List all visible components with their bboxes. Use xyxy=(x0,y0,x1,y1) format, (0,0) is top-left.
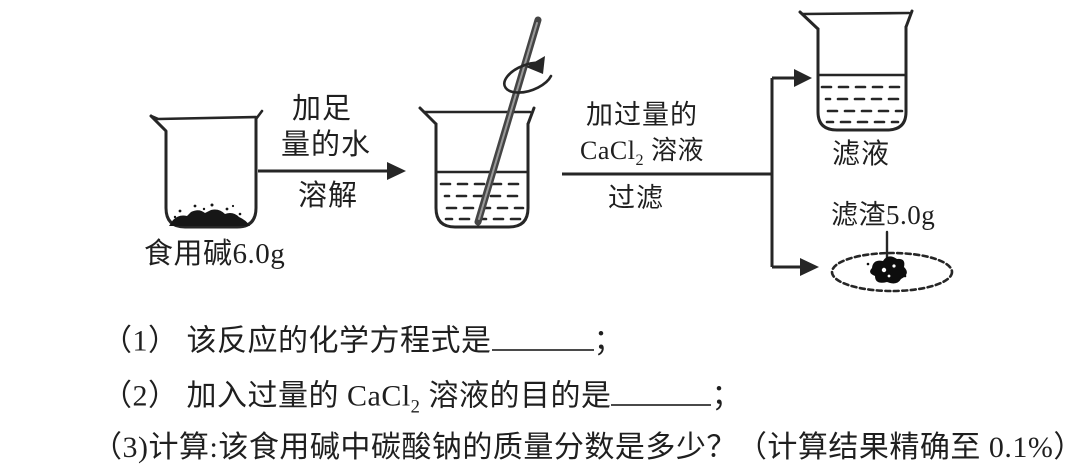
initial-beaker xyxy=(149,109,264,229)
branch-lines xyxy=(770,69,819,276)
residue-specks xyxy=(866,262,907,278)
step1-label-line2: 量的水 xyxy=(280,129,371,161)
beaker-right-lip xyxy=(526,106,536,126)
beaker-body xyxy=(434,122,530,229)
stir-rotation-arrowhead xyxy=(526,56,545,74)
residue-label: 滤渣5.0g xyxy=(831,200,936,230)
powder-specks xyxy=(173,203,242,219)
question-1-punct: ； xyxy=(593,324,624,358)
question-1: （1） 该反应的化学方程式是 ； xyxy=(102,321,624,359)
arrowhead xyxy=(387,162,406,180)
formula-suffix: 溶液 xyxy=(644,136,705,165)
answer-blank-q2 xyxy=(611,376,712,406)
step2-label-formula: CaCl2 溶液 xyxy=(572,136,712,170)
question-2-subscript: 2 xyxy=(410,396,421,418)
step1-label-line1: 加足 xyxy=(291,93,352,125)
question-2-text-a: （2） 加入过量的 CaCl xyxy=(102,379,411,413)
experiment-flow-diagram xyxy=(149,9,954,293)
beaker-rim xyxy=(801,11,911,16)
step1-label-bottom: 溶解 xyxy=(297,180,358,212)
filtrate-label: 滤液 xyxy=(831,139,890,170)
beaker-body xyxy=(816,25,908,132)
question-3-text: （3)计算:该食用碱中碳酸钠的质量分数是多少？（计算结果精确至 0.1%） xyxy=(92,431,1080,464)
arrowhead xyxy=(800,258,819,276)
step2-label-top: 加过量的 xyxy=(586,100,698,130)
beaker-right-lip xyxy=(904,9,914,29)
filtrate-beaker xyxy=(798,9,914,132)
beaker-body xyxy=(149,114,258,229)
beaker-spout xyxy=(254,109,264,121)
step2-label-bottom: 过滤 xyxy=(608,183,664,213)
residue-blob xyxy=(870,256,907,284)
question-3: （3)计算:该食用碱中碳酸钠的质量分数是多少？（计算结果精确至 0.1%） xyxy=(92,431,1080,465)
question-1-text: （1） 该反应的化学方程式是 xyxy=(102,324,492,358)
question-2-text-b: 溶液的目的是 xyxy=(420,379,612,413)
arrowhead xyxy=(794,69,812,87)
residue-dish xyxy=(830,230,954,293)
liquid-dashes xyxy=(820,85,904,124)
powder-mound xyxy=(169,209,250,226)
beaker-rim xyxy=(149,114,258,121)
watch-glass xyxy=(830,251,954,293)
stir-rotation-arc xyxy=(503,61,553,94)
step1-arrow xyxy=(258,162,406,180)
dissolving-beaker xyxy=(418,16,553,229)
initial-beaker-label: 食用碱6.0g xyxy=(144,238,286,270)
stirring-rod-highlight xyxy=(478,22,538,220)
beaker-left-lip xyxy=(418,106,438,126)
formula-prefix: CaCl xyxy=(579,136,636,165)
formula-subscript: 2 xyxy=(635,152,644,170)
question-2: （2） 加入过量的 CaCl2 溶液的目的是 ； xyxy=(102,376,742,417)
question-2-punct: ； xyxy=(711,379,742,413)
answer-blank-q1 xyxy=(491,321,594,351)
